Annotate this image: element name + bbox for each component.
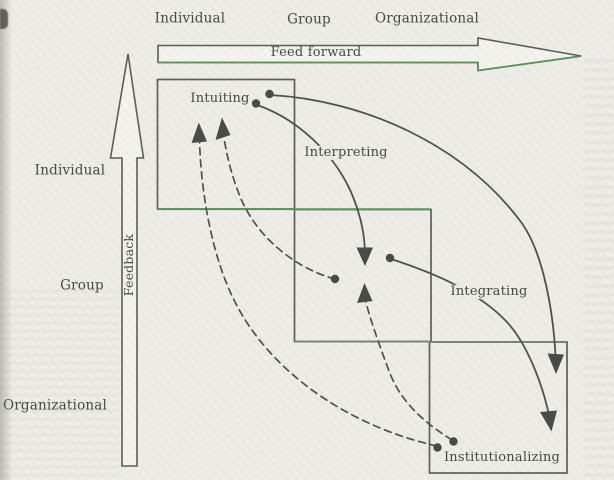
process-label-interpreting: Interpreting [301, 145, 391, 161]
feedback-curve-group-to-individual [223, 137, 336, 280]
arrowhead-down-org-2 [540, 410, 557, 432]
feedback-label: Feedback [121, 233, 137, 297]
arrowhead-up-individual-2 [191, 122, 207, 143]
arrowhead-down-group [356, 247, 373, 266]
origin-dot-institutionalizing-1 [449, 437, 458, 446]
feed-forward-arrow-green-edge [158, 55, 580, 72]
origin-dot-institutionalizing-2 [433, 443, 442, 452]
feed-forward-label: Feed forward [270, 44, 362, 60]
curve-intuiting-to-group [256, 104, 366, 249]
process-label-integrating: Integrating [447, 284, 531, 300]
curve-integrating-to-institutionalizing [390, 258, 550, 416]
feedback-arrow [109, 53, 145, 467]
process-label-intuiting: Intuiting [190, 90, 250, 106]
column-header-individual: Individual [154, 10, 226, 27]
feedback-curve-org-to-group [364, 299, 453, 441]
row-header-individual: Individual [34, 162, 106, 179]
curve-intuiting-to-organizational [269, 94, 557, 356]
feedback-curve-org-to-individual [198, 139, 438, 447]
origin-dot-integrating [385, 253, 395, 263]
row-header-organizational: Organizational [2, 397, 108, 414]
arrowhead-down-org-1 [547, 353, 564, 374]
column-header-group: Group [287, 11, 331, 28]
arrowhead-up-individual-1 [215, 117, 231, 140]
origin-dot-group-feedback [330, 274, 340, 284]
process-label-institutionalizing: Institutionalizing [440, 450, 564, 466]
row-header-group: Group [60, 277, 104, 294]
origin-dot-intuiting-2 [251, 99, 261, 108]
arrowhead-up-group [357, 283, 373, 303]
column-header-organizational: Organizational [374, 10, 480, 27]
origin-dot-intuiting-1 [265, 89, 274, 99]
